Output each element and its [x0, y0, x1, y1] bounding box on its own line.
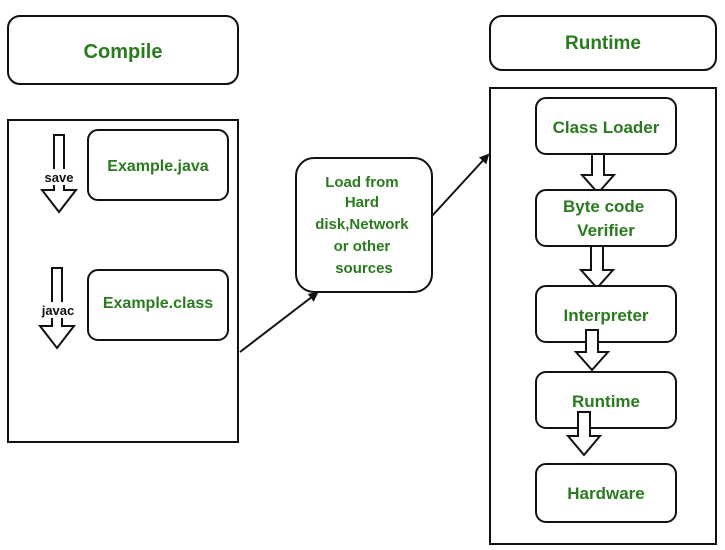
example-java-label: Example.java [107, 158, 209, 175]
interpreter-label: Interpreter [563, 306, 648, 325]
save-label: save [45, 170, 74, 185]
compile-header-box [7, 15, 239, 85]
bytecode-verifier-line-1: Byte code [563, 197, 644, 216]
compile-to-load-arrow [239, 291, 319, 353]
load-to-runtime-arrow [431, 153, 490, 217]
example-java-box [87, 129, 229, 201]
hardware-box [535, 463, 677, 523]
load-line-3: disk,Network [315, 216, 409, 233]
compile-title: Compile [84, 41, 163, 63]
flow-arrow-icon [579, 153, 617, 195]
hardware-label: Hardware [567, 484, 644, 503]
runtime-header-box [489, 15, 717, 71]
load-line-5: sources [335, 260, 393, 277]
flow-arrow-icon [565, 411, 603, 457]
save-label-bg [40, 169, 78, 185]
class-loader-box [535, 97, 677, 155]
load-source-box [295, 157, 433, 293]
runtime-title: Runtime [565, 33, 641, 54]
load-line-1: Load from [325, 174, 398, 191]
flow-arrow-icon [578, 245, 616, 290]
javac-label: javac [41, 303, 75, 318]
javac-label-bg [36, 302, 80, 318]
load-line-4: or other [334, 238, 391, 255]
bytecode-verifier-line-2: Verifier [577, 221, 635, 240]
example-class-label: Example.class [103, 295, 213, 312]
load-source-label: Load from Hard disk,Network or other sou… [315, 174, 413, 277]
load-line-2: Hard [345, 194, 379, 211]
bytecode-verifier-label: Byte code Verifier [563, 197, 649, 240]
example-class-box [87, 269, 229, 341]
flow-arrow-icon [573, 329, 611, 372]
bytecode-verifier-box [535, 189, 677, 247]
runtime-stage-label: Runtime [572, 392, 640, 411]
interpreter-box [535, 285, 677, 343]
class-loader-label: Class Loader [553, 118, 660, 137]
runtime-stage-box [535, 371, 677, 429]
